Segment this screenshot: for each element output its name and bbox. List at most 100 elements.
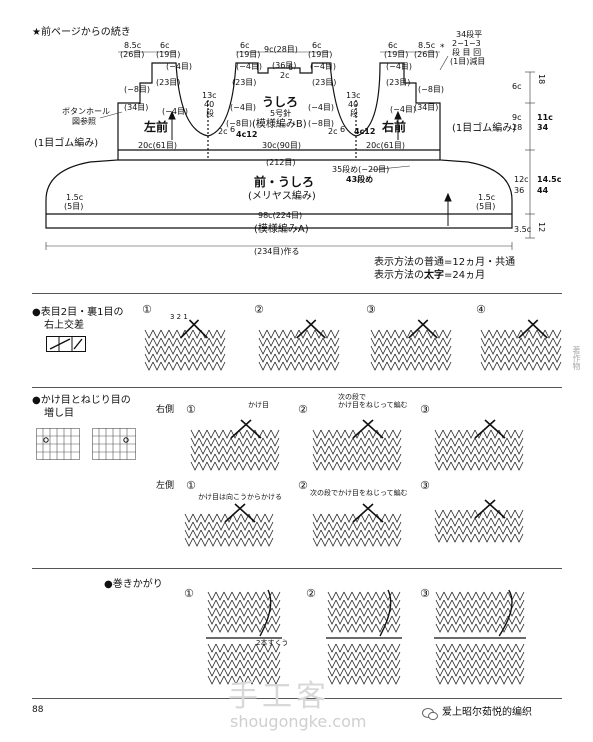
side-145c: 14.5c xyxy=(537,175,562,184)
dan-l: 段 xyxy=(206,109,214,118)
dim-top-r1b: (19目) xyxy=(384,50,409,59)
schematic-outline xyxy=(45,51,535,250)
rib-left-label: (1目ゴム編み) xyxy=(34,138,99,149)
pattern-a-label: (模様編みA) xyxy=(254,224,309,235)
m34-l: (34目) xyxy=(124,103,149,112)
c13-l: 13c xyxy=(202,91,217,100)
s1-step-2: ② xyxy=(254,303,264,316)
right-side-label: 右側 xyxy=(156,405,175,415)
c5m-l: (5目) xyxy=(64,202,84,211)
cross-symbol-icon xyxy=(46,336,86,352)
m4-m3: (−4目) xyxy=(230,103,257,112)
m36-m: (36目) xyxy=(272,61,297,70)
side-44: 44 xyxy=(537,186,549,195)
buttonhole-label-2: 図参照 xyxy=(72,117,96,126)
s3-step-3: ③ xyxy=(420,587,430,600)
m4-m1: (−4目) xyxy=(236,62,263,71)
dim-top-m2: 9c(28目) xyxy=(264,45,298,54)
dim-top-l2: 6c xyxy=(160,41,170,50)
c20-r: 20c(61目) xyxy=(366,141,405,150)
m23-m1: (23目) xyxy=(232,78,257,87)
dim-top-m3b: (19目) xyxy=(308,50,333,59)
watermark-site: shougongke.com xyxy=(230,712,367,731)
s2r-illustration-3 xyxy=(434,419,524,471)
s1-illustration-4 xyxy=(480,319,562,371)
s1-step-4: ④ xyxy=(476,303,486,316)
c6-a: 6 xyxy=(288,63,294,72)
back-label: うしろ xyxy=(262,95,299,109)
c212: (212目) xyxy=(266,158,296,167)
m8-m1: (−8目) xyxy=(226,119,253,128)
s2l-illustration-2 xyxy=(312,503,402,547)
m4-r1: (−4目) xyxy=(386,62,413,71)
s1-step-3: ③ xyxy=(366,303,376,316)
divider-4 xyxy=(32,698,562,699)
dim-top-l1: 8.5c xyxy=(124,41,142,50)
note-two-strands: 2本すくう xyxy=(256,639,289,647)
section2-title-2: 増し目 xyxy=(44,408,74,419)
increase-section: ●かけ目とねじり目の 増し目 右側 ① かけ目 ② 次の段で かけ目をねじって編… xyxy=(0,390,593,570)
divider-2 xyxy=(32,387,562,388)
side-34: 34 xyxy=(537,123,549,132)
made-by-label: (234目)作る xyxy=(254,247,300,256)
divider-3 xyxy=(32,568,562,569)
s2r-step-2: ② xyxy=(298,403,308,416)
body-outline xyxy=(45,62,513,229)
m23-m2: (23目) xyxy=(312,78,337,87)
dim-top-m3: 6c xyxy=(312,41,322,50)
section2-title-1: ●かけ目とねじり目の xyxy=(32,395,131,406)
section3-title: ●巻きかがり xyxy=(104,579,163,590)
s2l-step-2: ② xyxy=(298,479,308,492)
dec-note-1: 2−1−3 xyxy=(452,39,481,48)
c6-c: 6 xyxy=(340,125,346,134)
note-r2b: かけ目をねじって編む xyxy=(338,401,408,409)
m4-l1: (−4目) xyxy=(166,62,193,71)
rib-right-label: (1目ゴム編み) xyxy=(452,123,517,134)
note-bold-post: =24ヵ月 xyxy=(444,270,486,281)
side-36: 36 xyxy=(514,186,525,195)
dim-top-m1b: (19目) xyxy=(236,50,261,59)
m4-l2: (−4目) xyxy=(162,107,189,116)
front-back-label: 前・うしろ xyxy=(254,175,315,189)
rows35: 35段め(−20目) xyxy=(332,165,390,174)
note-normal: 表示方法の普通=12ヵ月・共通 xyxy=(374,257,516,268)
s2l-illustration-3 xyxy=(434,499,524,543)
whip-stitch-section: ●巻きかがり ① ② ③ 2本すくう xyxy=(0,572,593,702)
c40-r: 40 xyxy=(348,100,359,109)
m34-r: (34目) xyxy=(414,103,439,112)
c4c12-b: 4c12 xyxy=(236,130,258,139)
s1-illustration-1 xyxy=(144,319,226,371)
side-28: 28 xyxy=(512,123,523,132)
pattern-b-label: (模様編みB) xyxy=(252,119,307,130)
c4c12-c: 4c12 xyxy=(354,127,376,136)
c98: 98c(224目) xyxy=(258,211,303,220)
c20-l: 20c(61目) xyxy=(138,141,177,150)
dan-r: 段 xyxy=(350,109,358,118)
c30: 30c(90目) xyxy=(262,141,301,150)
s1-illustration-3 xyxy=(370,319,452,371)
s2l-illustration-1 xyxy=(184,503,274,547)
side-9c: 9c xyxy=(512,113,522,122)
buttonhole-label-1: ボタンホール xyxy=(62,107,110,116)
garment-schematic: 8.5c (26目) 6c (19目) 6c (19目) 9c(28目) 6c … xyxy=(0,0,593,300)
side-12c: 12c xyxy=(514,175,529,184)
dec-note-3: (1目)減目 xyxy=(450,57,486,66)
side-12: 12 xyxy=(537,222,546,233)
m23-r: (23目) xyxy=(386,78,411,87)
s3-illustration-2 xyxy=(326,589,402,685)
c2c-b: 2c xyxy=(218,127,228,136)
cross-stitch-section: ●表目2目・裏1目の 右上交差 ① 3 2 1 ② ③ ④ 著作物 xyxy=(0,296,593,386)
s3-step-2: ② xyxy=(306,587,316,600)
c2c-a: 2c xyxy=(280,71,290,80)
left-side-label: 左側 xyxy=(156,481,175,491)
note-l1: かけ目は向こうからかける xyxy=(198,493,282,501)
m8-m2: (−8目) xyxy=(308,119,335,128)
note-bold-pre: 表示方法の xyxy=(374,270,424,281)
dim-top-m1: 6c xyxy=(240,41,250,50)
section1-title-2: 右上交差 xyxy=(44,320,84,331)
c13-r: 13c xyxy=(346,91,361,100)
s3-illustration-3 xyxy=(434,589,526,685)
m4-m4: (−4目) xyxy=(308,103,335,112)
s1-step-1: ① xyxy=(142,303,152,316)
s2l-step-1: ① xyxy=(186,479,196,492)
